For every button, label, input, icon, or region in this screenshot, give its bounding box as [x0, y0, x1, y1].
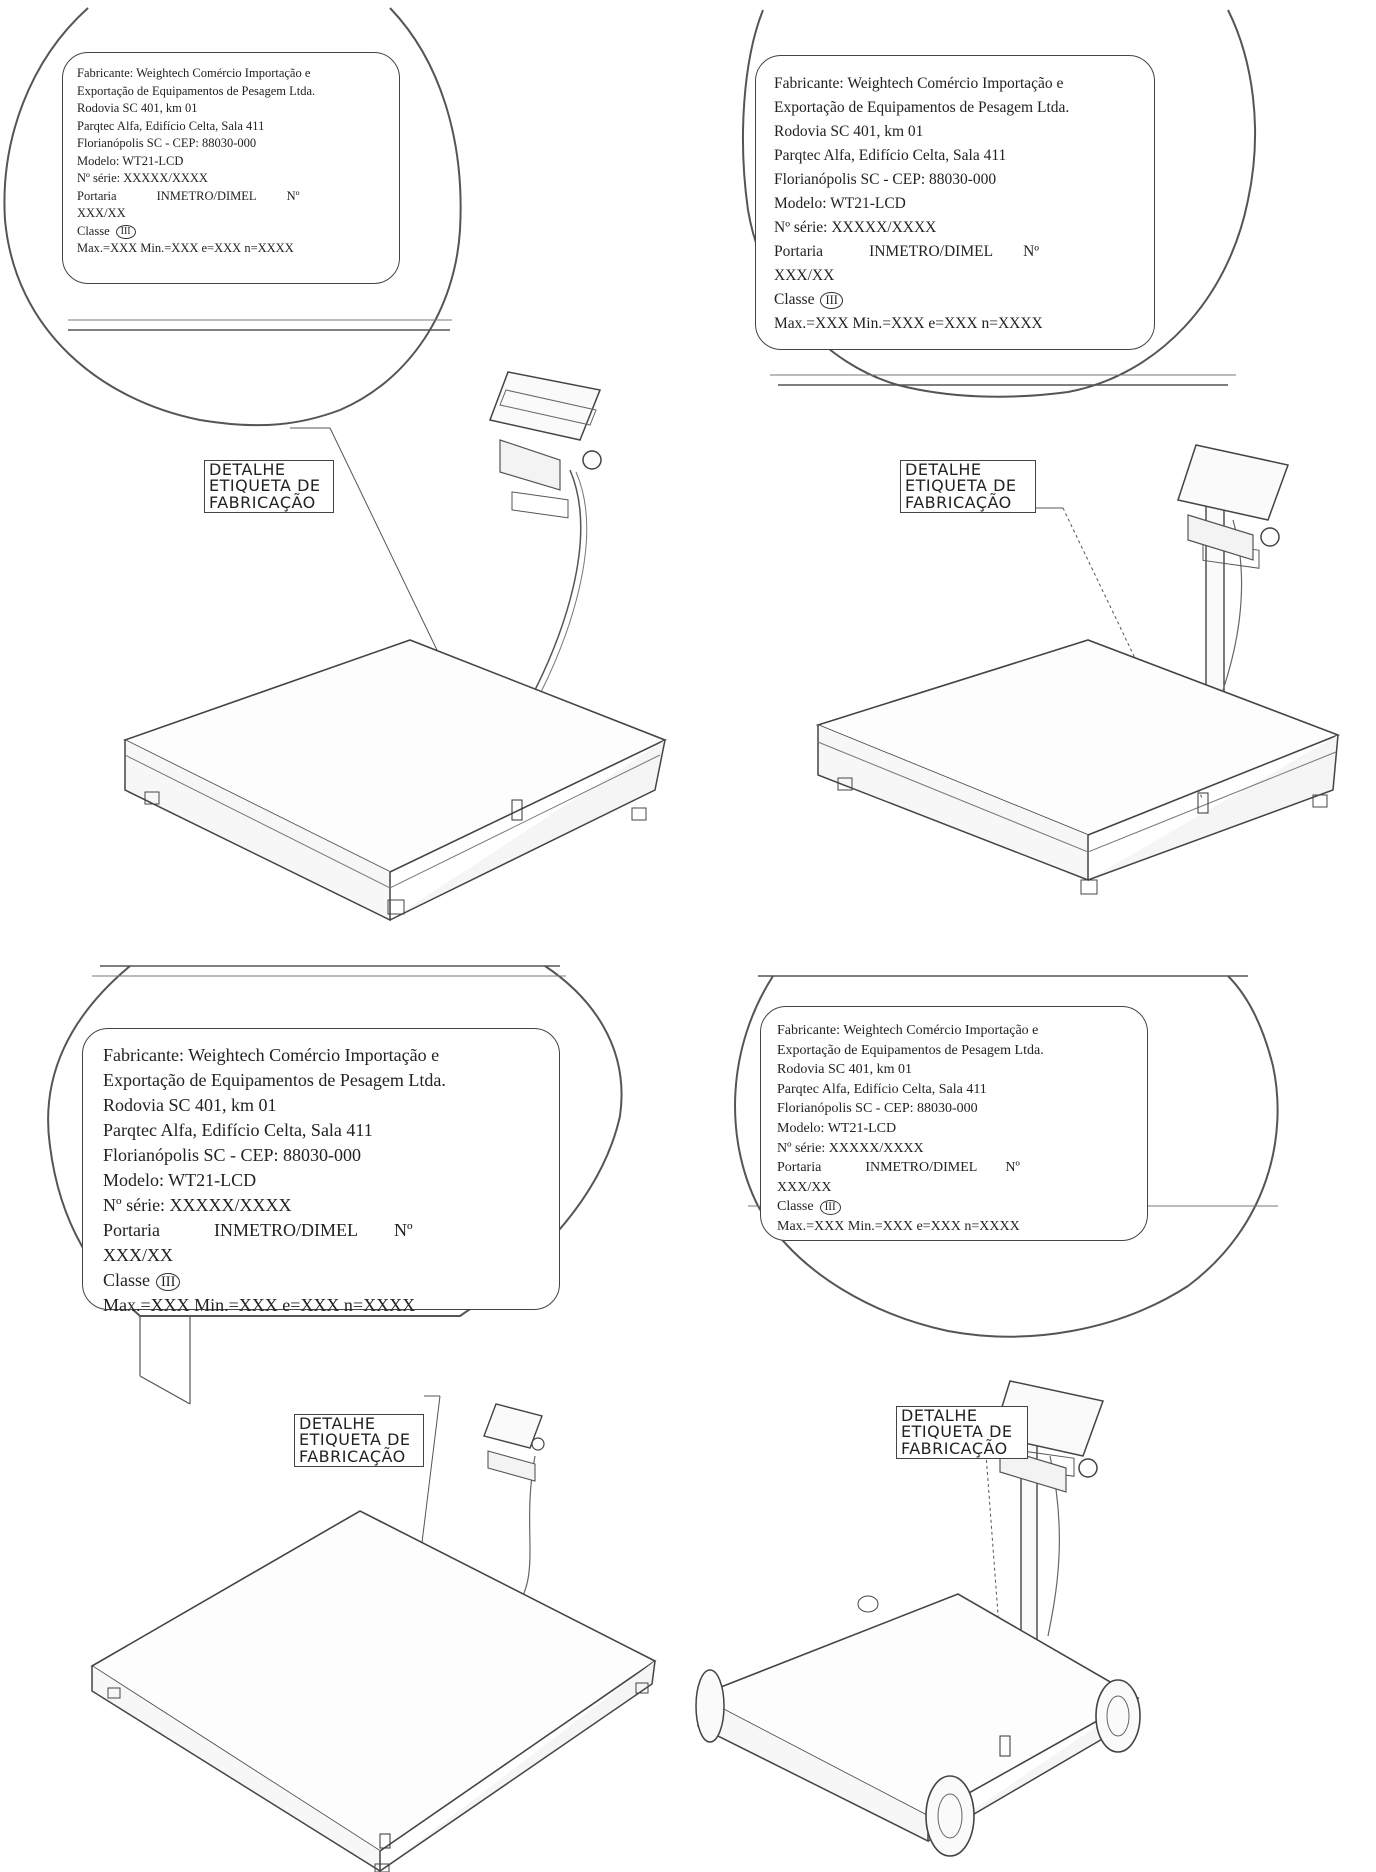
callout-label-detail: DETALHE ETIQUETA DE FABRICAÇÃO	[900, 460, 1036, 513]
label-company-line: Exportação de Equipamentos de Pesagem Lt…	[103, 1070, 446, 1090]
label-portaria-number-line: XXX/XX	[103, 1245, 173, 1265]
callout-line-3: FABRICAÇÃO	[299, 1446, 406, 1466]
label-capacity-line: Max.=XXX Min.=XXX e=XXX n=XXXX	[103, 1295, 416, 1315]
label-address-line: Rodovia SC 401, km 01	[774, 123, 924, 140]
label-portaria-number-line: XXX/XX	[774, 267, 835, 284]
label-model-line: Modelo: WT21-LCD	[774, 195, 906, 212]
weighing-indicator-icon	[483, 1403, 545, 1482]
label-address-line: Rodovia SC 401, km 01	[103, 1095, 277, 1115]
label-company-line: Exportação de Equipamentos de Pesagem Lt…	[777, 1042, 1044, 1058]
label-model-line: Modelo: WT21-LCD	[77, 153, 184, 168]
callout-line-3: FABRICAÇÃO	[901, 1438, 1008, 1458]
label-building-line: Parqtec Alfa, Edifício Celta, Sala 411	[774, 147, 1007, 164]
platform-scale-icon	[122, 639, 668, 922]
callout-line-2: ETIQUETA DE	[299, 1430, 411, 1450]
label-company-line: Exportação de Equipamentos de Pesagem Lt…	[77, 83, 316, 98]
callout-label-detail: DETALHE ETIQUETA DE FABRICAÇÃO	[896, 1406, 1028, 1459]
quadrant-bottom-right: Fabricante: Weightech Comércio Importaçã…	[688, 936, 1376, 1872]
label-city-line: Florianópolis SC - CEP: 88030-000	[103, 1145, 362, 1165]
label-capacity-line: Max.=XXX Min.=XXX e=XXX n=XXXX	[77, 241, 294, 255]
quadrant-bottom-left: Fabricante: Weightech Comércio Importaçã…	[0, 936, 688, 1872]
label-building-line: Parqtec Alfa, Edifício Celta, Sala 411	[77, 118, 265, 133]
label-manufacturer-line: Fabricante: Weightech Comércio Importaçã…	[103, 1045, 440, 1065]
label-serial-line: Nº série: XXXXX/XXXX	[777, 1140, 924, 1156]
platform-scale-icon	[695, 1593, 1141, 1857]
scale-drawing-bottom-right	[695, 975, 1279, 1857]
manufacturer-label: Fabricante: Weightech Comércio Importaçã…	[755, 55, 1155, 350]
scale-drawing-top-right	[742, 9, 1341, 895]
weighing-indicator-icon	[1177, 444, 1289, 569]
label-building-line: Parqtec Alfa, Edifício Celta, Sala 411	[777, 1081, 987, 1097]
label-portaria-number-line: XXX/XX	[77, 206, 126, 220]
scale-drawing-bottom-left	[47, 965, 657, 1872]
scale-drawing-top-left	[3, 7, 668, 922]
label-address-line: Rodovia SC 401, km 01	[777, 1062, 912, 1078]
callout-line-1: DETALHE	[299, 1414, 376, 1433]
label-company-line: Exportação de Equipamentos de Pesagem Lt…	[774, 99, 1070, 116]
callout-label-detail: DETALHE ETIQUETA DE FABRICAÇÃO	[204, 460, 334, 513]
quadrant-top-right: Fabricante: Weightech Comércio Importaçã…	[688, 0, 1376, 936]
label-portaria-number-line: XXX/XX	[777, 1179, 832, 1195]
label-model-line: Modelo: WT21-LCD	[777, 1120, 897, 1136]
label-capacity-line: Max.=XXX Min.=XXX e=XXX n=XXXX	[777, 1218, 1020, 1234]
accuracy-class-symbol-icon: III	[156, 1272, 181, 1292]
label-address-line: Rodovia SC 401, km 01	[77, 101, 198, 115]
label-building-line: Parqtec Alfa, Edifício Celta, Sala 411	[103, 1120, 373, 1140]
accuracy-class-symbol-icon: III	[819, 1199, 841, 1215]
label-city-line: Florianópolis SC - CEP: 88030-000	[77, 136, 257, 150]
label-manufacturer-line: Fabricante: Weightech Comércio Importaçã…	[777, 1023, 1039, 1038]
callout-line-3: FABRICAÇÃO	[905, 492, 1012, 512]
label-city-line: Florianópolis SC - CEP: 88030-000	[774, 171, 997, 188]
label-manufacturer-line: Fabricante: Weightech Comércio Importaçã…	[77, 66, 311, 80]
platform-scale-icon	[90, 1510, 657, 1872]
label-capacity-line: Max.=XXX Min.=XXX e=XXX n=XXXX	[774, 315, 1043, 332]
accuracy-class-symbol-icon: III	[115, 224, 136, 239]
callout-label-detail: DETALHE ETIQUETA DE FABRICAÇÃO	[294, 1414, 424, 1467]
callout-line-2: ETIQUETA DE	[209, 476, 321, 496]
label-model-line: Modelo: WT21-LCD	[103, 1170, 257, 1190]
weighing-indicator-icon	[488, 371, 602, 519]
callout-line-1: DETALHE	[209, 460, 286, 479]
label-serial-line: Nº série: XXXXX/XXXX	[77, 171, 208, 185]
callout-line-1: DETALHE	[905, 460, 982, 479]
callout-line-3: FABRICAÇÃO	[209, 492, 316, 512]
manufacturer-label: Fabricante: Weightech Comércio Importaçã…	[62, 52, 400, 284]
label-serial-line: Nº série: XXXXX/XXXX	[103, 1195, 292, 1215]
manufacturer-label: Fabricante: Weightech Comércio Importaçã…	[82, 1028, 560, 1315]
callout-line-2: ETIQUETA DE	[901, 1422, 1013, 1442]
callout-line-1: DETALHE	[901, 1406, 978, 1425]
accuracy-class-symbol-icon: III	[820, 292, 843, 309]
label-city-line: Florianópolis SC - CEP: 88030-000	[777, 1101, 978, 1117]
label-manufacturer-line: Fabricante: Weightech Comércio Importaçã…	[774, 75, 1064, 92]
platform-scale-icon	[815, 639, 1341, 895]
manufacturer-label: Fabricante: Weightech Comércio Importaçã…	[760, 1006, 1148, 1241]
callout-line-2: ETIQUETA DE	[905, 476, 1017, 496]
label-serial-line: Nº série: XXXXX/XXXX	[774, 219, 937, 236]
quadrant-top-left: Fabricante: Weightech Comércio Importaçã…	[0, 0, 688, 936]
